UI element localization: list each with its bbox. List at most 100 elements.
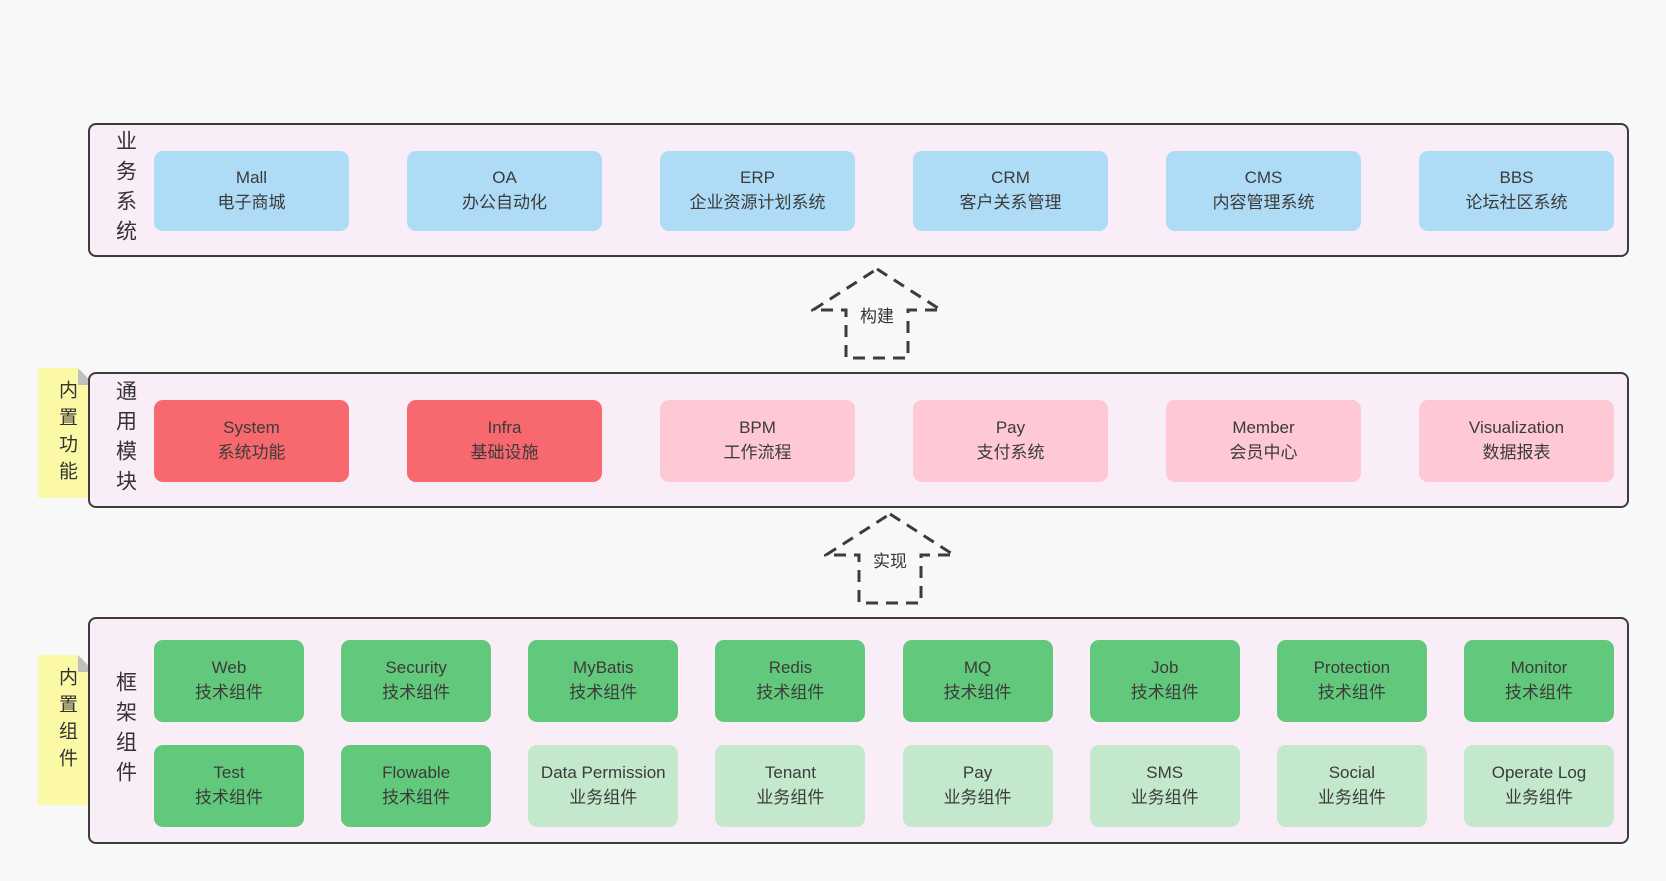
box-subtitle: 业务组件 <box>569 788 638 807</box>
box-title: OA <box>492 168 517 188</box>
box-operate-log: Operate Log 业务组件 <box>1463 745 1614 827</box>
box-pay-system: Pay 支付系统 <box>913 400 1108 482</box>
box-title: Web <box>211 658 247 678</box>
box-subtitle: 电子商城 <box>217 193 286 212</box>
sticky-note-builtin-components: 内置组件 <box>38 655 95 805</box>
box-title: Visualization <box>1468 418 1565 438</box>
box-title: Tenant <box>764 763 816 783</box>
business-box-row: Mall 电子商城 OA 办公自动化 ERP 企业资源计划系统 CRM 客户关系… <box>154 151 1614 231</box>
box-title: Test <box>213 763 245 783</box>
box-subtitle: 业务组件 <box>943 788 1012 807</box>
box-subtitle: 办公自动化 <box>462 193 547 212</box>
build-arrow: 构建 <box>811 266 943 362</box>
box-subtitle: 技术组件 <box>195 788 263 807</box>
box-title: Monitor <box>1510 658 1568 678</box>
box-title: BPM <box>739 418 776 438</box>
box-subtitle: 技术组件 <box>1130 683 1199 702</box>
box-subtitle: 技术组件 <box>1504 683 1573 702</box>
box-subtitle: 工作流程 <box>723 443 792 462</box>
box-subtitle: 技术组件 <box>943 683 1012 702</box>
sticky-note-label: 内置组件 <box>56 667 77 775</box>
box-title: ERP <box>740 168 775 188</box>
box-subtitle: 技术组件 <box>756 683 825 702</box>
box-title: System <box>223 418 280 438</box>
box-test: Test 技术组件 <box>154 745 304 827</box>
box-title: Pay <box>962 763 993 783</box>
box-monitor: Monitor 技术组件 <box>1463 640 1614 722</box>
box-title: Social <box>1328 763 1375 783</box>
box-subtitle: 论坛社区系统 <box>1465 193 1568 212</box>
box-social: Social 业务组件 <box>1276 745 1427 827</box>
box-job: Job 技术组件 <box>1089 640 1240 722</box>
arrow-label: 构建 <box>860 307 894 326</box>
box-security: Security 技术组件 <box>341 640 492 722</box>
box-subtitle: 技术组件 <box>382 683 451 702</box>
arrow-up-icon: 实现 <box>824 512 956 605</box>
box-subtitle: 业务组件 <box>1317 788 1386 807</box>
box-tenant: Tenant 业务组件 <box>715 745 866 827</box>
box-web: Web 技术组件 <box>154 640 304 722</box>
framework-components-panel: 框架组件 Web 技术组件 Security 技术组件 MyBatis 技术组件… <box>88 617 1629 844</box>
box-subtitle: 业务组件 <box>1130 788 1199 807</box>
box-title: Flowable <box>382 763 451 783</box>
box-title: CMS <box>1244 168 1283 188</box>
box-subtitle: 技术组件 <box>195 683 263 702</box>
box-title: Data Permission <box>540 763 666 783</box>
box-flowable: Flowable 技术组件 <box>341 745 492 827</box>
box-bbs: BBS 论坛社区系统 <box>1419 151 1614 231</box>
box-title: Infra <box>487 418 522 438</box>
box-mall: Mall 电子商城 <box>154 151 349 231</box>
box-oa: OA 办公自动化 <box>407 151 602 231</box>
box-protection: Protection 技术组件 <box>1276 640 1427 722</box>
box-erp: ERP 企业资源计划系统 <box>660 151 855 231</box>
box-title: Security <box>385 658 447 678</box>
box-redis: Redis 技术组件 <box>715 640 866 722</box>
box-subtitle: 业务组件 <box>756 788 825 807</box>
panel-title-components: 框架组件 <box>113 670 137 791</box>
common-modules-panel: 通用模块 System 系统功能 Infra 基础设施 BPM 工作流程 Pay… <box>88 372 1629 508</box>
box-title: Job <box>1150 658 1179 678</box>
box-title: CRM <box>991 168 1030 188</box>
box-pay-component: Pay 业务组件 <box>902 745 1053 827</box>
box-sms: SMS 业务组件 <box>1089 745 1240 827</box>
box-subtitle: 客户关系管理 <box>959 193 1062 212</box>
box-subtitle: 支付系统 <box>976 443 1045 462</box>
business-systems-panel: 业务系统 Mall 电子商城 OA 办公自动化 ERP 企业资源计划系统 CRM… <box>88 123 1629 257</box>
box-data-permission: Data Permission 业务组件 <box>528 745 679 827</box>
modules-box-row: System 系统功能 Infra 基础设施 BPM 工作流程 Pay 支付系统… <box>154 400 1614 482</box>
box-subtitle: 技术组件 <box>1317 683 1386 702</box>
box-title: Operate Log <box>1491 763 1587 783</box>
box-title: BBS <box>1499 168 1534 188</box>
box-subtitle: 业务组件 <box>1504 788 1573 807</box>
box-subtitle: 系统功能 <box>217 443 286 462</box>
components-box-row-1: Web 技术组件 Security 技术组件 MyBatis 技术组件 Redi… <box>154 640 1614 722</box>
box-title: MyBatis <box>573 658 634 678</box>
box-subtitle: 企业资源计划系统 <box>689 193 826 212</box>
panel-title-business: 业务系统 <box>113 130 137 250</box>
box-title: Pay <box>995 418 1026 438</box>
box-mq: MQ 技术组件 <box>902 640 1053 722</box>
box-member: Member 会员中心 <box>1166 400 1361 482</box>
box-subtitle: 内容管理系统 <box>1212 193 1315 212</box>
box-bpm: BPM 工作流程 <box>660 400 855 482</box>
arrow-label: 实现 <box>873 552 907 571</box>
box-subtitle: 技术组件 <box>569 683 638 702</box>
box-title: Member <box>1232 418 1295 438</box>
sticky-note-builtin-features: 内置功能 <box>38 368 95 498</box>
implement-arrow: 实现 <box>824 511 956 607</box>
box-infra: Infra 基础设施 <box>407 400 602 482</box>
box-system: System 系统功能 <box>154 400 349 482</box>
box-mybatis: MyBatis 技术组件 <box>528 640 679 722</box>
box-subtitle: 数据报表 <box>1482 443 1551 462</box>
box-title: SMS <box>1146 763 1184 783</box>
box-visualization: Visualization 数据报表 <box>1419 400 1614 482</box>
box-title: Redis <box>768 658 813 678</box>
arrow-up-icon: 构建 <box>811 267 943 360</box>
box-subtitle: 基础设施 <box>470 443 539 462</box>
box-subtitle: 会员中心 <box>1229 443 1298 462</box>
box-title: Mall <box>235 168 268 188</box>
sticky-note-label: 内置功能 <box>56 380 77 488</box>
panel-title-modules: 通用模块 <box>113 380 137 500</box>
components-box-row-2: Test 技术组件 Flowable 技术组件 Data Permission … <box>154 745 1614 827</box>
